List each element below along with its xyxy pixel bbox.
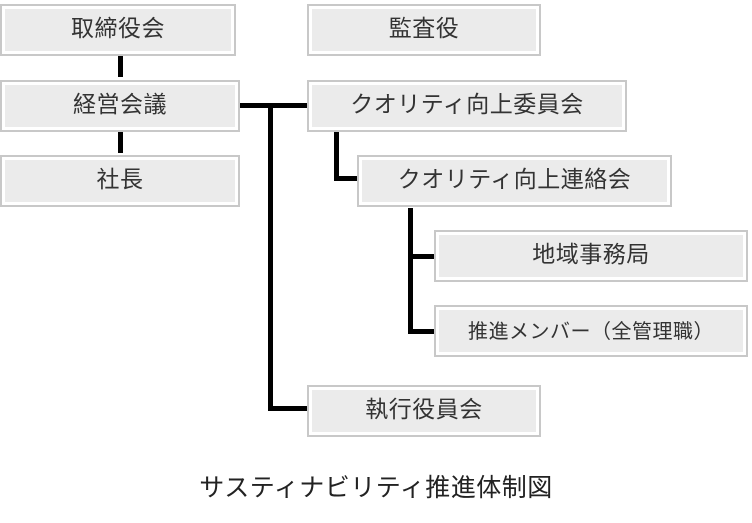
node-auditor-inner: 監査役 bbox=[312, 9, 536, 51]
node-quality-improvement-committee[interactable]: クオリティ向上委員会 bbox=[307, 80, 627, 132]
connector-branch-to-regional-office bbox=[408, 254, 434, 259]
node-board-of-directors[interactable]: 取締役会 bbox=[0, 4, 236, 56]
node-management-meeting-inner: 経営会議 bbox=[5, 85, 235, 127]
node-quality-improvement-liaison-label: クオリティ向上連絡会 bbox=[397, 167, 632, 194]
node-auditor[interactable]: 監査役 bbox=[307, 4, 541, 56]
connector-branch-to-promotion-members bbox=[408, 329, 434, 334]
node-executive-officers-meeting-inner: 執行役員会 bbox=[312, 390, 536, 432]
connector-management-to-president bbox=[118, 132, 123, 153]
node-quality-improvement-committee-inner: クオリティ向上委員会 bbox=[312, 85, 622, 127]
node-quality-improvement-liaison[interactable]: クオリティ向上連絡会 bbox=[357, 155, 672, 207]
node-board-of-directors-inner: 取締役会 bbox=[5, 9, 231, 51]
node-president-inner: 社長 bbox=[5, 160, 235, 202]
node-promotion-members[interactable]: 推進メンバー（全管理職） bbox=[434, 305, 748, 357]
diagram-caption: サスティナビリティ推進体制図 bbox=[199, 473, 553, 502]
node-executive-officers-meeting[interactable]: 執行役員会 bbox=[307, 385, 541, 437]
node-promotion-members-label: 推進メンバー（全管理職） bbox=[468, 319, 714, 343]
connector-main-trunk-vertical bbox=[268, 103, 273, 411]
connector-board-to-management bbox=[118, 56, 123, 77]
node-promotion-members-inner: 推進メンバー（全管理職） bbox=[439, 310, 743, 352]
connector-liaison-branch-vertical bbox=[408, 208, 413, 334]
node-quality-improvement-committee-label: クオリティ向上委員会 bbox=[350, 92, 584, 119]
node-quality-improvement-liaison-inner: クオリティ向上連絡会 bbox=[362, 160, 667, 202]
connector-trunk-to-executive bbox=[268, 406, 307, 411]
node-management-meeting-label: 経営会議 bbox=[73, 92, 167, 119]
connector-committee-to-liaison-vertical bbox=[334, 132, 339, 181]
node-regional-office-inner: 地域事務局 bbox=[439, 235, 743, 277]
node-auditor-label: 監査役 bbox=[388, 16, 460, 43]
node-president[interactable]: 社長 bbox=[0, 155, 240, 207]
node-executive-officers-meeting-label: 執行役員会 bbox=[365, 397, 483, 424]
node-regional-office-label: 地域事務局 bbox=[532, 242, 650, 269]
node-regional-office[interactable]: 地域事務局 bbox=[434, 230, 748, 282]
connector-committee-to-liaison-horizontal bbox=[334, 176, 357, 181]
node-management-meeting[interactable]: 経営会議 bbox=[0, 80, 240, 132]
connector-management-horizontal bbox=[240, 103, 307, 108]
node-board-of-directors-label: 取締役会 bbox=[71, 16, 165, 43]
node-president-label: 社長 bbox=[96, 167, 144, 194]
